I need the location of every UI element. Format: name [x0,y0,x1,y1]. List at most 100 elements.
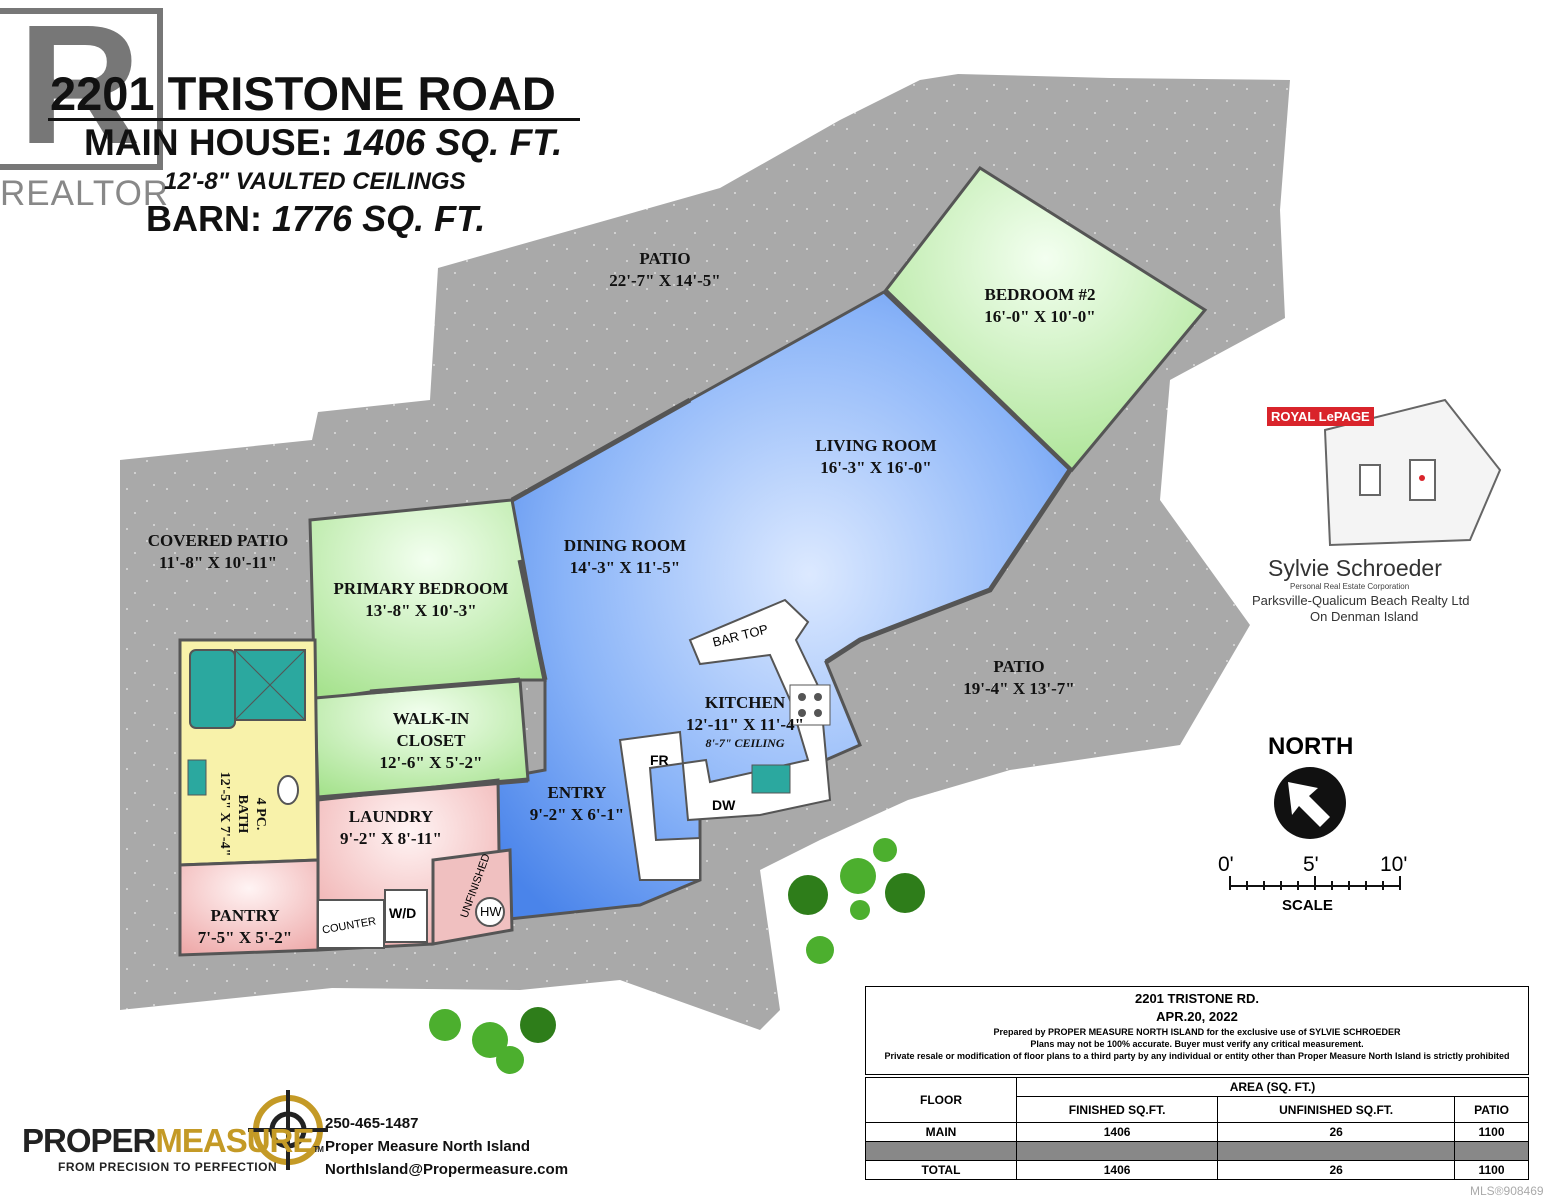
col-floor: FLOOR [865,1077,1017,1123]
contact-phone: 250-465-1487 [325,1115,419,1132]
cell-unfinished: 26 [1217,1122,1456,1142]
address-title: 2201 TRISTONE ROAD [50,67,556,120]
plants [429,838,925,1074]
room-name: KITCHEN [704,693,786,712]
info-resale: Private resale or modification of floor … [884,1051,1510,1061]
barn-value: 1776 SQ. FT. [272,198,486,239]
col-finished: FINISHED SQ.FT. [1015,1096,1219,1123]
scale-tick-0: 0' [1218,853,1234,876]
info-accuracy: Plans may not be 100% accurate. Buyer mu… [1030,1039,1364,1049]
room-name: LIVING ROOM [815,436,937,455]
cell-finished: 1406 [1015,1122,1219,1142]
room-name: PANTRY [210,906,280,925]
hot-water-label: HW [480,904,502,919]
cell-floor: MAIN [865,1122,1017,1142]
info-title: 2201 TRISTONE RD. [1134,991,1260,1006]
info-date: APR.20, 2022 [1156,1009,1238,1024]
room-dims: 22'-7" X 14'-5" [609,271,721,290]
proper-measure-contact: 250-465-1487 Proper Measure North Island… [325,1112,568,1181]
main-house-value: 1406 SQ. FT. [343,122,563,163]
table-row-blank [865,1141,1529,1161]
contact-company: Proper Measure North Island [325,1138,531,1155]
room-name: PATIO [639,249,691,268]
room-name: COVERED PATIO [147,531,289,550]
scale-tick-10: 10' [1380,853,1408,876]
info-box-header: 2201 TRISTONE RD. APR.20, 2022 Prepared … [865,986,1529,1075]
scale-bar [1229,876,1401,890]
dishwasher-label: DW [712,797,736,813]
room-dining: DINING ROOM 14'-3" X 11'-5" [540,535,710,579]
fridge-label: FR [650,752,669,768]
contact-email: NorthIsland@Propermeasure.com [325,1161,569,1178]
room-name: ENTRY [547,783,607,802]
realtor-logo-icon: R [18,0,141,180]
scale-label: SCALE [1282,897,1333,914]
col-unfinished: UNFINISHED SQ.FT. [1217,1096,1456,1123]
room-entry: ENTRY 9'-2" X 6'-1" [512,782,642,826]
room-dims: 12'-11" X 11'-4" [685,715,805,734]
col-patio: PATIO [1454,1096,1529,1123]
logo-part-a: PROPER [22,1122,156,1159]
room-dims: 19'-4" X 13'-7" [963,679,1075,698]
cell-blank [1015,1141,1219,1161]
kitchen-sink-icon [751,764,791,794]
room-name: WALK-IN [392,709,470,728]
agent-name: Sylvie Schroeder [1268,555,1442,581]
washer-dryer-label: W/D [389,905,417,921]
room-name-2: CLOSET [396,731,466,750]
room-name: LAUNDRY [348,807,434,826]
room-dims: 11'-8" X 10'-11" [158,553,278,572]
ceilings-value: 12'-8" VAULTED CEILINGS [164,168,466,195]
room-name: PRIMARY BEDROOM [333,579,509,598]
realtor-watermark: REALTOR [0,174,170,213]
table-row: MAIN 1406 26 1100 [865,1122,1529,1142]
sink-icon [187,759,207,796]
cell-finished: 1406 [1015,1160,1219,1180]
barn-line: BARN: 1776 SQ. FT. [146,198,485,240]
room-dims: 16'-0" X 10'-0" [984,307,1096,326]
area-table: FLOOR AREA (SQ. FT.) FINISHED SQ.FT. UNF… [865,1076,1529,1180]
north-label: NORTH [1268,733,1354,760]
room-dims: 16'-3" X 16'-0" [820,458,932,477]
room-name-2: BATH [235,794,250,834]
cell-patio: 1100 [1454,1160,1529,1180]
bedroom-2-area [883,166,1208,473]
room-ceiling: 8'-7" CEILING [705,736,785,750]
cell-blank [1454,1141,1529,1161]
room-living: LIVING ROOM 16'-3" X 16'-0" [796,435,956,479]
mls-number: MLS®908469 [1470,1184,1544,1198]
toilet-icon [277,775,299,805]
cell-unfinished: 26 [1217,1160,1456,1180]
room-name: PATIO [993,657,1045,676]
cell-patio: 1100 [1454,1122,1529,1142]
cell-floor: TOTAL [865,1160,1017,1180]
cell-blank [1217,1141,1456,1161]
room-dims: 9'-2" X 8'-11" [340,829,442,848]
room-dims: 12'-6" X 5'-2" [379,753,483,772]
pantry-area [178,858,320,957]
stove-icon [789,684,831,726]
cell-blank [865,1141,1017,1161]
room-laundry: LAUNDRY 9'-2" X 8'-11" [316,806,466,850]
room-dims: 14'-3" X 11'-5" [569,558,681,577]
ceilings-line: 12'-8" VAULTED CEILINGS [164,168,466,196]
room-pantry: PANTRY 7'-5" X 5'-2" [180,905,310,949]
kitchen-counter [618,598,832,881]
main-house-line: MAIN HOUSE: 1406 SQ. FT. [84,122,562,164]
scale-tick-5: 5' [1303,853,1319,876]
proper-measure-logo-mark [248,1090,328,1170]
room-name: 4 PC. [253,797,268,831]
royal-lepage-logo: ROYAL LePAGE [1267,407,1374,426]
room-patio-north: PATIO 22'-7" X 14'-5" [590,248,740,292]
agent-subtitle: Personal Real Estate Corporation [1290,582,1410,591]
main-house-label: MAIN HOUSE: [84,122,333,163]
info-prepared: Prepared by PROPER MEASURE NORTH ISLAND … [993,1027,1401,1037]
table-row: TOTAL 1406 26 1100 [865,1160,1529,1180]
proper-measure-tagline: FROM PRECISION TO PERFECTION [58,1160,278,1174]
house-sketch-icon [1323,398,1502,547]
room-dims: 13'-8" X 10'-3" [365,601,477,620]
room-bath: 4 PC. BATH 12'-5" X 7'-4" [215,759,269,869]
room-name: BEDROOM #2 [984,285,1096,304]
room-dims: 9'-2" X 6'-1" [529,805,625,824]
